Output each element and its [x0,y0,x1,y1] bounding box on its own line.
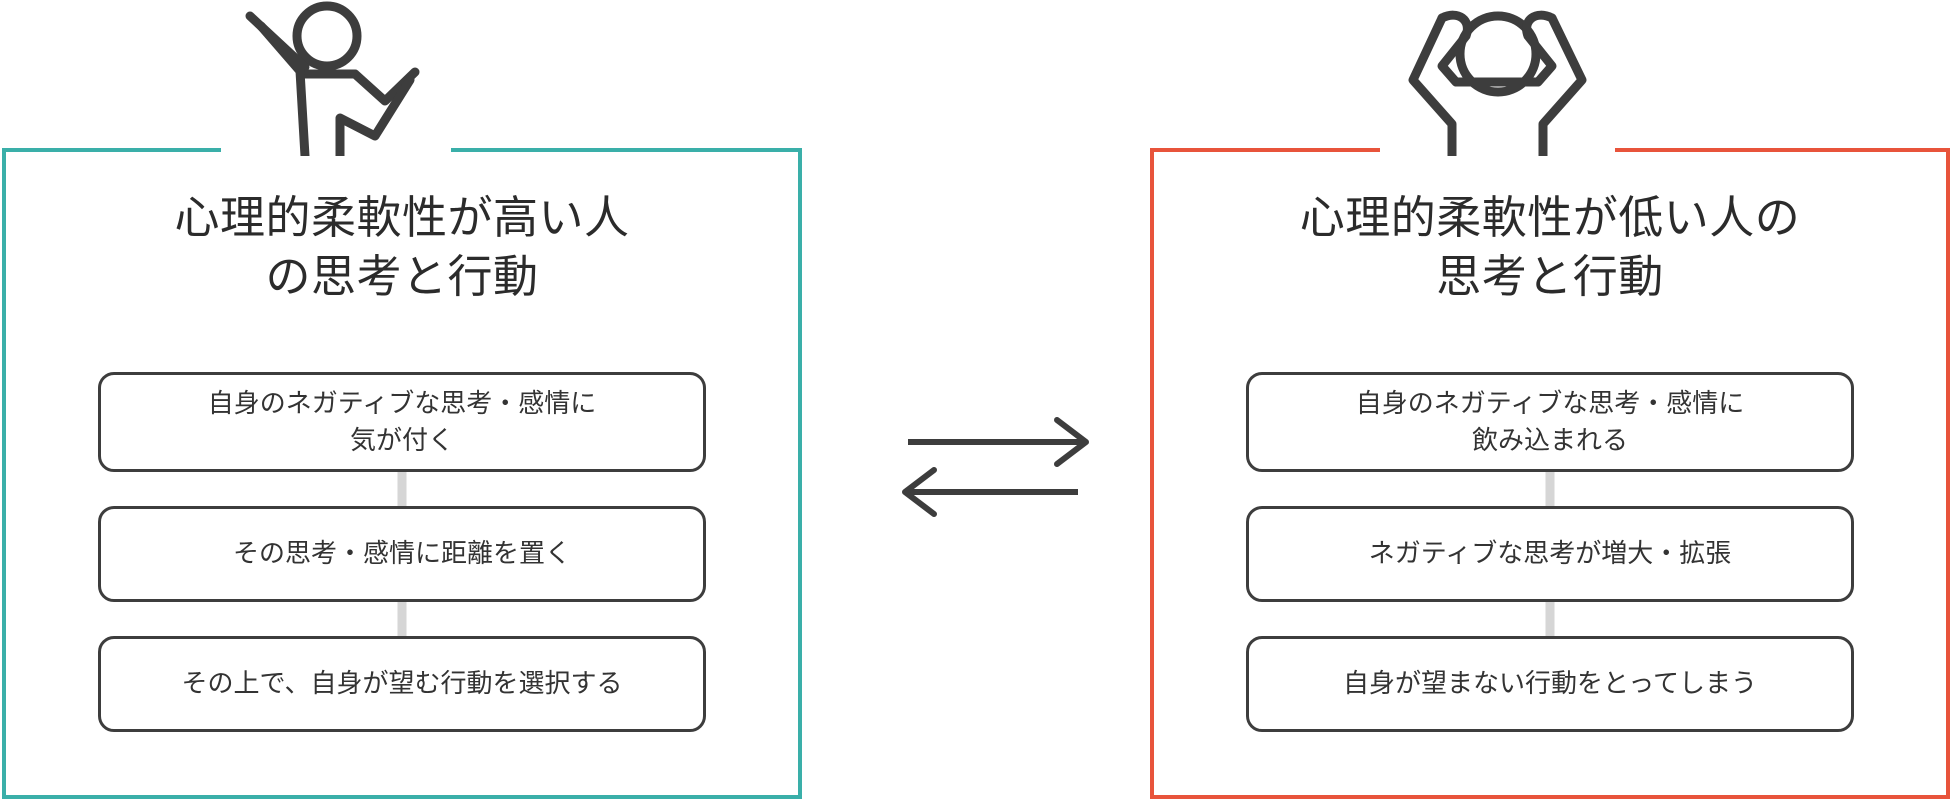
step-box[interactable]: 自身のネガティブな思考・感情に 飲み込まれる [1246,372,1854,472]
bidirectional-arrows [860,400,1130,520]
figure-right-arm [1538,13,1587,161]
figure-left-hand [1437,10,1503,87]
step-text-line2: 飲み込まれる [1471,424,1628,455]
panel-left-title: 心理的柔軟性が高い人 の思考と行動 [6,188,798,307]
panel-right-steps: 自身のネガティブな思考・感情に 飲み込まれる ネガティブな思考が増大・拡張 自身… [1246,372,1854,732]
panel-right-title-line1: 心理的柔軟性が低い人の [1299,192,1801,243]
panel-low-flexibility: 心理的柔軟性が低い人の 思考と行動 自身のネガティブな思考・感情に 飲み込まれる… [1150,144,1950,799]
panel-high-flexibility: 心理的柔軟性が高い人 の思考と行動 自身のネガティブな思考・感情に 気が付く そ… [2,144,802,799]
panel-left-title-line1: 心理的柔軟性が高い人 [174,192,630,243]
step-text-line1: 自身のネガティブな思考・感情に [1355,388,1745,418]
step-box[interactable]: 自身のネガティブな思考・感情に 気が付く [98,372,706,472]
step-text-line1: その思考・感情に距離を置く [232,538,571,569]
person-arms-raised-icon [215,0,455,161]
step-box[interactable]: ネガティブな思考が増大・拡張 [1246,505,1854,602]
step-connector [1246,602,1854,636]
panel-left-title-line2: の思考と行動 [265,251,539,303]
step-box[interactable]: 自身が望まない行動をとってしまう [1246,635,1854,732]
panel-right-title-line2: 思考と行動 [1436,251,1664,303]
figure-right-hand [1493,10,1557,87]
figure-left-side [256,21,310,161]
step-text-line1: 自身のネガティブな思考・感情に [207,388,597,418]
arrow-left-icon [902,467,1078,517]
step-connector [98,472,706,506]
figure-right-side [335,75,415,161]
step-text-line1: その上で、自身が望む行動を選択する [181,668,623,699]
person-head-in-hands-icon [1380,0,1615,161]
step-box[interactable]: その上で、自身が望む行動を選択する [98,635,706,732]
step-text-line1: 自身が望まない行動をとってしまう [1343,668,1757,699]
panel-right-top-notch [1380,144,1615,158]
panel-right-title: 心理的柔軟性が低い人の 思考と行動 [1154,188,1946,307]
step-connector [1246,472,1854,506]
figure-head [292,1,362,71]
step-connector [98,602,706,636]
step-box[interactable]: その思考・感情に距離を置く [98,505,706,602]
step-text-line1: ネガティブな思考が増大・拡張 [1368,538,1732,569]
figure-head [1455,11,1541,97]
step-text-line2: 気が付く [349,424,454,455]
figure-left-arm [1408,13,1457,161]
arrow-right-icon [908,417,1089,467]
panel-left-steps: 自身のネガティブな思考・感情に 気が付く その思考・感情に距離を置く その上で、… [98,372,706,732]
